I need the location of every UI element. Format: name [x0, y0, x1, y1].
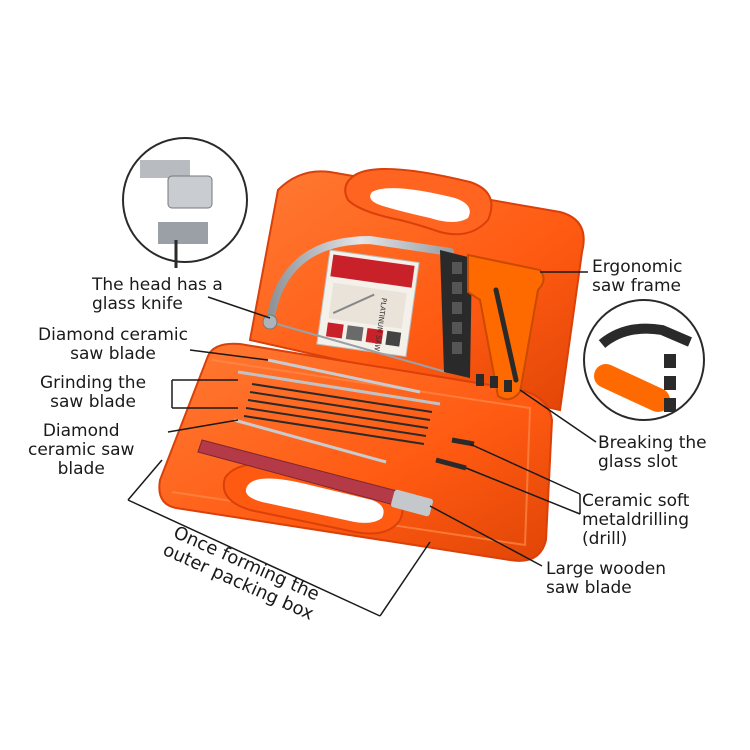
label-grinding-line2: saw blade [50, 392, 136, 412]
drill-bit-2 [435, 457, 467, 471]
label-drill-line1: Ceramic soft [582, 491, 690, 511]
label-breaking-line2: glass slot [598, 452, 678, 472]
label-diamond1-line1: Diamond ceramic [38, 325, 189, 345]
label-diamond-ceramic-blade: Diamond ceramic saw blade [38, 326, 188, 364]
label-head-glass-knife: The head has a glass knife [92, 276, 223, 314]
label-breaking-line1: Breaking the [598, 433, 707, 453]
label-frame-line2: saw frame [592, 276, 681, 296]
saw-bow [266, 235, 454, 326]
label-diamond1-line2: saw blade [70, 344, 156, 364]
callout-slot-detail [583, 299, 705, 421]
saw-frame [262, 235, 545, 401]
label-diamond2-line3: blade [57, 459, 105, 479]
lid-handle-hole [370, 188, 470, 222]
product-card: PLATINUM SAW [316, 249, 420, 358]
label-grinding-line1: Grinding the [40, 373, 147, 393]
label-diamond-ceramic-saw-blade: Diamond ceramic saw blade [28, 422, 134, 479]
saw-head-knob [262, 314, 278, 330]
label-ceramic-drill: Ceramic soft metaldrilling (drill) [582, 492, 689, 549]
label-ergonomic-frame: Ergonomic saw frame [592, 258, 682, 296]
label-diamond2-line2: ceramic saw [28, 440, 135, 460]
label-frame-line1: Ergonomic [592, 257, 683, 277]
label-wooden-line2: saw blade [546, 578, 632, 598]
leader-lines [127, 271, 597, 617]
label-breaking-glass-slot: Breaking the glass slot [598, 434, 707, 472]
callout-head-detail [122, 137, 248, 268]
label-drill-line3: (drill) [582, 529, 628, 549]
label-drill-line2: metaldrilling [582, 510, 690, 530]
label-large-wooden-blade: Large wooden saw blade [546, 560, 666, 598]
base-handle-hole [245, 478, 384, 523]
label-grinding-blade: Grinding the saw blade [40, 374, 146, 412]
blade-set [197, 358, 512, 517]
label-head-line1: The head has a [92, 275, 223, 295]
label-wooden-line1: Large wooden [546, 559, 666, 579]
label-diamond2-line1: Diamond [42, 421, 120, 441]
label-head-line2: glass knife [92, 294, 183, 314]
